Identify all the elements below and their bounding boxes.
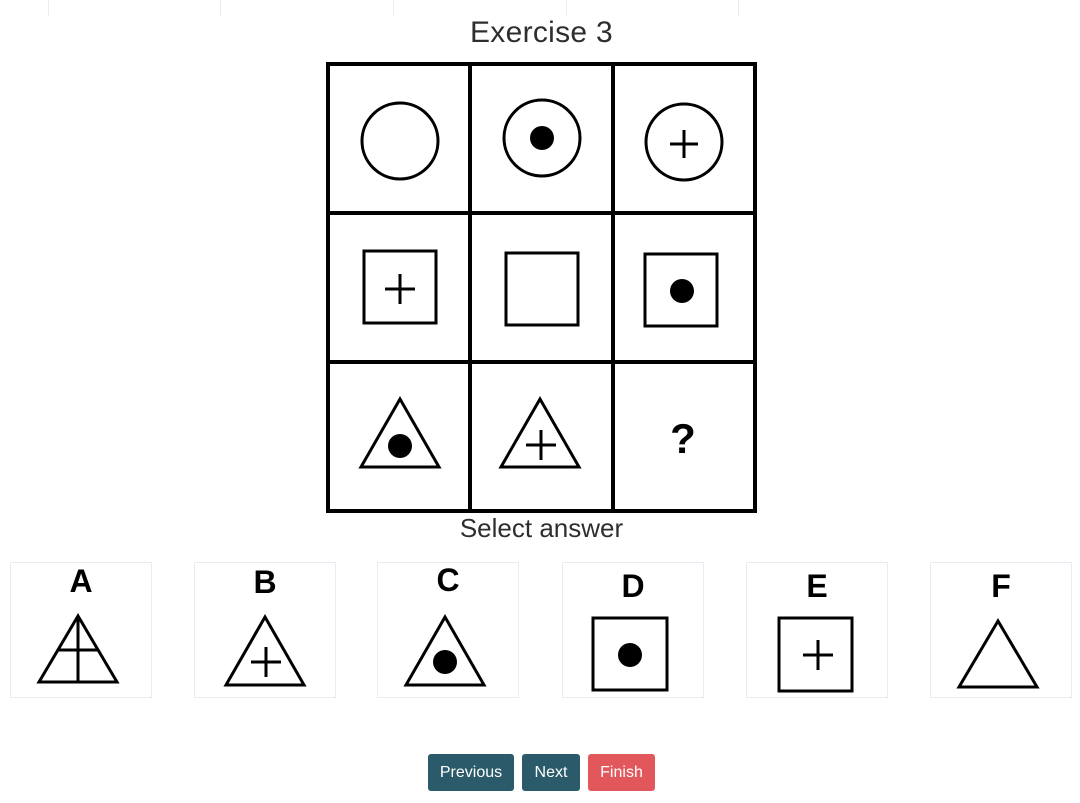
square-icon bbox=[777, 616, 854, 693]
circle-icon bbox=[644, 102, 724, 182]
question-mark: ? bbox=[670, 415, 696, 462]
cell-r2c1-square-plus bbox=[362, 249, 438, 325]
triangle-grid-icon bbox=[36, 613, 120, 684]
square-icon bbox=[504, 251, 580, 327]
cell-r3c1-triangle-dot bbox=[358, 395, 442, 469]
tab-separator bbox=[738, 0, 739, 16]
option-e[interactable]: E bbox=[746, 562, 888, 698]
cell-r1c3-circle-plus bbox=[644, 102, 724, 182]
square-icon bbox=[591, 616, 669, 692]
finish-button[interactable]: Finish bbox=[588, 754, 655, 791]
option-b[interactable]: B bbox=[194, 562, 336, 698]
cell-r2c3-square-dot bbox=[643, 252, 719, 328]
tab-separator bbox=[566, 0, 567, 16]
triangle-icon bbox=[956, 618, 1040, 689]
exercise-title: Exercise 3 bbox=[469, 16, 614, 49]
triangle-plus-icon bbox=[223, 613, 307, 687]
square-plus-icon bbox=[777, 616, 854, 693]
puzzle-matrix: ? bbox=[326, 62, 757, 513]
dot-icon bbox=[388, 434, 412, 458]
tab-separator bbox=[220, 0, 221, 16]
option-letter: E bbox=[806, 568, 828, 604]
circle-icon bbox=[502, 98, 582, 178]
square-dot-icon bbox=[591, 616, 669, 692]
previous-button[interactable]: Previous bbox=[428, 754, 514, 791]
tab-separator bbox=[48, 0, 49, 16]
matrix-grid: ? bbox=[326, 62, 757, 513]
option-letter: A bbox=[69, 563, 93, 599]
cell-r2c2-square bbox=[504, 251, 580, 327]
option-letter: C bbox=[436, 562, 460, 598]
cell-r3c3-missing: ? bbox=[670, 415, 696, 462]
option-letter: B bbox=[253, 564, 277, 600]
dot-icon bbox=[618, 643, 642, 667]
option-a[interactable]: A bbox=[10, 562, 152, 698]
option-letter: F bbox=[991, 568, 1011, 604]
option-f[interactable]: F bbox=[930, 562, 1072, 698]
triangle-dot-icon bbox=[403, 613, 487, 687]
tab-separator bbox=[393, 0, 394, 16]
triangle-icon bbox=[358, 395, 442, 469]
cell-r3c2-triangle-plus bbox=[498, 395, 582, 469]
top-tab-strip bbox=[0, 0, 1080, 16]
dot-icon bbox=[433, 650, 457, 674]
triangle-icon bbox=[403, 613, 487, 687]
square-icon bbox=[362, 249, 438, 325]
triangle-icon bbox=[498, 395, 582, 469]
option-letter: D bbox=[621, 568, 645, 604]
cell-r1c2-circle-dot bbox=[502, 98, 582, 178]
next-button[interactable]: Next bbox=[522, 754, 580, 791]
answer-options: A B C D E bbox=[0, 562, 1080, 702]
dot-icon bbox=[530, 126, 554, 150]
triangle-icon bbox=[223, 613, 307, 687]
select-answer-label: Select answer bbox=[459, 513, 624, 543]
cell-r1c1-circle bbox=[360, 101, 440, 181]
circle-icon bbox=[360, 101, 440, 181]
square-icon bbox=[643, 252, 719, 328]
option-d[interactable]: D bbox=[562, 562, 704, 698]
triangle-icon bbox=[956, 618, 1040, 689]
option-c[interactable]: C bbox=[377, 562, 519, 698]
dot-icon bbox=[670, 279, 694, 303]
